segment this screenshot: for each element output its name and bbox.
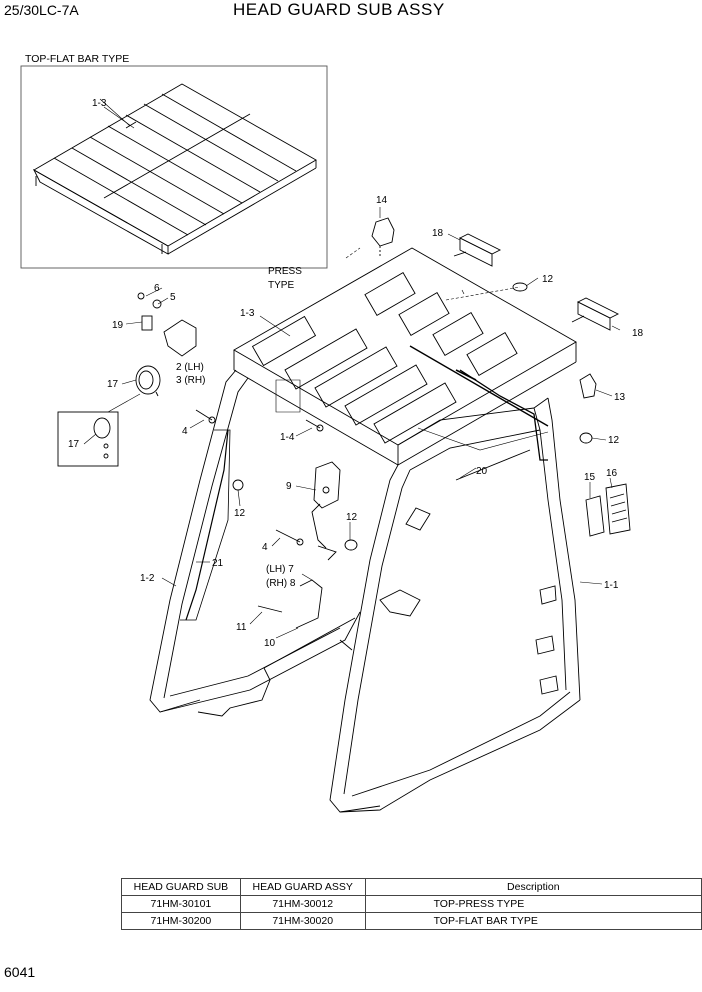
head-guard-frame (149, 369, 581, 813)
callout-15: 15 (584, 472, 596, 483)
part-17-work-lamp (135, 365, 161, 397)
part-20-harness (455, 369, 548, 481)
part-2-3-lamp-bracket (163, 319, 197, 357)
page-title: HEAD GUARD SUB ASSY (233, 0, 445, 19)
part-18-marker-lamp-right (571, 297, 620, 331)
callout-6: 6 (154, 283, 160, 294)
callout-3-rh: 3 (RH) (176, 375, 205, 386)
callout-12-top: 12 (542, 274, 554, 285)
cell-assy: 71HM-30020 (239, 912, 366, 930)
callout-18-top: 18 (432, 228, 444, 239)
part-13-lamp-holder (579, 373, 597, 399)
table-row: 71HM-30101 71HM-30012 TOP-PRESS TYPE (121, 895, 702, 913)
callout-9: 9 (286, 481, 292, 492)
callout-1-3: 1-3 (240, 308, 255, 319)
part-7-8-grab-handle (295, 579, 323, 629)
part-19-bracket (141, 315, 153, 331)
part-6-nut (137, 292, 145, 300)
callout-17-detail: 17 (68, 439, 80, 450)
cell-description: TOP-PRESS TYPE (364, 895, 702, 913)
part-12-grommet-left (232, 479, 244, 491)
callout-4-upper: 4 (182, 426, 188, 437)
callout-20: 20 (476, 466, 488, 477)
flat-bar-panel-drawing (32, 83, 317, 255)
callout-11: 11 (236, 622, 247, 633)
part-17-lamp-detail-box (57, 411, 119, 467)
callout-18-right: 18 (632, 328, 644, 339)
callout-1-2: 1-2 (140, 573, 155, 584)
callout-7-lh: (LH) 7 (266, 564, 294, 575)
callout-5: 5 (170, 292, 176, 303)
model-code: 25/30LC-7A (4, 2, 79, 18)
part-11-bolt (257, 605, 283, 613)
cell-sub: 71HM-30200 (121, 912, 241, 930)
callout-inset-1-3: 1-3 (92, 98, 107, 109)
cell-sub: 71HM-30101 (121, 895, 241, 913)
table-header-row: HEAD GUARD SUB HEAD GUARD ASSY Descripti… (121, 878, 702, 896)
part-12-grommet-right (579, 432, 593, 444)
inset-title: TOP-FLAT BAR TYPE (25, 53, 129, 65)
part-5-washer (152, 299, 162, 309)
part-16-step (605, 483, 631, 535)
col-head-guard-sub: HEAD GUARD SUB (121, 878, 241, 896)
parts-table: HEAD GUARD SUB HEAD GUARD ASSY Descripti… (121, 878, 702, 930)
part-12-grommet-top (512, 282, 528, 292)
callout-13: 13 (614, 392, 626, 403)
callout-12-right: 12 (608, 435, 620, 446)
part-21-strip (185, 429, 229, 621)
press-type-label-line1: PRESS (268, 266, 302, 277)
press-type-label-line2: TYPE (268, 280, 294, 291)
callout-21: 21 (212, 558, 224, 569)
cell-assy: 71HM-30012 (239, 895, 366, 913)
inset-frame (20, 65, 328, 269)
callout-16: 16 (606, 468, 618, 479)
callout-10: 10 (264, 638, 276, 649)
press-type-roof-panel (233, 247, 577, 466)
cell-description: TOP-FLAT BAR TYPE (364, 912, 702, 930)
callout-1-4: 1-4 (280, 432, 295, 443)
part-4-bolt (195, 409, 216, 424)
callout-19: 19 (112, 320, 124, 331)
callout-17: 17 (107, 379, 119, 390)
callout-2-lh: 2 (LH) (176, 362, 204, 373)
table-row: 71HM-30200 71HM-30020 TOP-FLAT BAR TYPE (121, 912, 702, 930)
part-9-mirror (311, 461, 341, 561)
diagram-labels: TOP-FLAT BAR TYPE 1-3 PRESS TYPE 14 18 1… (25, 53, 644, 649)
part-12-grommet-mid (344, 539, 358, 551)
part-4-bolt-set (275, 529, 304, 546)
part-15-reflector (585, 495, 605, 537)
callout-4-lower: 4 (262, 542, 268, 553)
col-head-guard-assy: HEAD GUARD ASSY (239, 878, 366, 896)
callout-8-rh: (RH) 8 (266, 578, 296, 589)
part-14-cap (371, 217, 395, 258)
callout-12-mid: 12 (346, 512, 358, 523)
callout-1-1: 1-1 (604, 580, 619, 591)
part-1-4-bolt (305, 419, 324, 432)
page-number: 6041 (4, 964, 36, 980)
part-18-marker-lamp-top (453, 233, 502, 267)
leader-lines (83, 106, 621, 639)
callout-12-left: 12 (234, 508, 246, 519)
callout-14: 14 (376, 195, 388, 206)
col-description: Description (364, 878, 702, 896)
